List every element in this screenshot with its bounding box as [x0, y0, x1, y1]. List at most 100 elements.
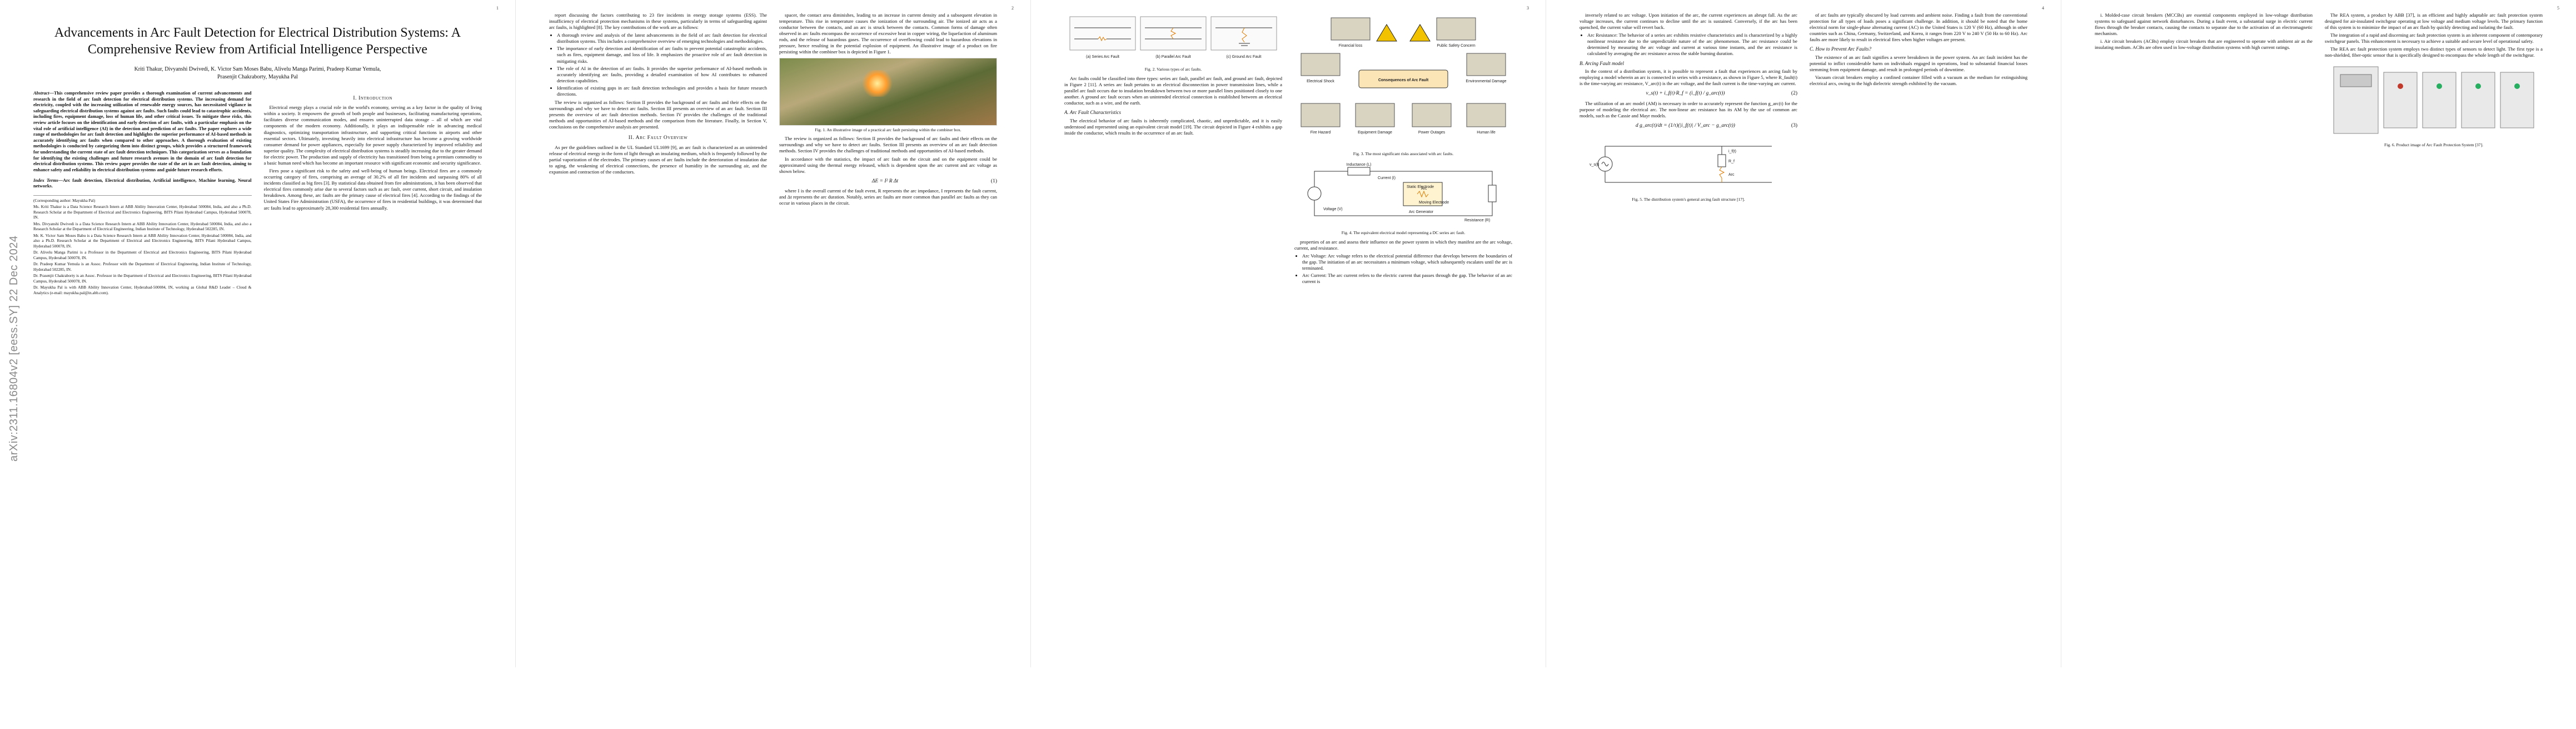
arc-symbol	[1719, 166, 1725, 183]
combiner-box-fire-photo	[779, 57, 997, 126]
fault-resistor-symbol	[1717, 154, 1726, 167]
column-1: inversely related to arc voltage. Upon i…	[1580, 12, 1797, 651]
ground-arc-panel	[1210, 16, 1277, 51]
figure-1: Fig. 1. An illustrative image of a pract…	[779, 57, 997, 133]
column-1: Abstract—This comprehensive review paper…	[33, 91, 252, 729]
section-heading: II. Arc Fault Overview	[628, 135, 688, 141]
figure-caption: Fig. 1. An illustrative image of a pract…	[815, 127, 961, 132]
resistor-symbol	[1488, 185, 1497, 202]
figure-caption: Fig. 5. The distribution system's genera…	[1632, 197, 1745, 202]
subsection-heading: B. Arcing Fault model	[1580, 60, 1624, 66]
column-2: I. Introduction Electrical energy plays …	[264, 91, 482, 729]
paragraph: As per the guidelines outlined in the UL…	[549, 144, 767, 175]
paragraph: i. Molded-case circuit breakers (MCCBs) …	[2095, 12, 2313, 37]
parallel-arc-panel	[1140, 16, 1207, 51]
column-2: Consequences of Arc Fault Financial loss…	[1294, 12, 1512, 651]
figure-caption: Fig. 4. The equivalent electrical model …	[1341, 230, 1466, 235]
list-item: Identification of existing gaps in arc f…	[557, 85, 767, 97]
paper-spread: 1 arXiv:2311.16804v2 [eess.SY] 22 Dec 20…	[0, 0, 2576, 667]
page-number: 3	[1527, 6, 1529, 11]
equation-3: d g_arc(t)/dt = (1/τ)(|i_f(t)| / V_arc −…	[1635, 122, 1797, 128]
paragraph: Fires pose a significant risk to the saf…	[263, 168, 482, 211]
arxiv-stamp: arXiv:2311.16804v2 [eess.SY] 22 Dec 2024	[8, 235, 20, 462]
page-number: 5	[2557, 6, 2559, 11]
consequences-title: Consequences of Arc Fault	[1378, 78, 1429, 82]
list-item: Arc Resistance: The behavior of a series…	[1587, 32, 1797, 57]
figure-6: Fig. 6. Product image of Arc Fault Prote…	[2325, 61, 2543, 148]
paragraph: The REA system, a product by ABB [37], i…	[2325, 12, 2543, 31]
risk-label: Public Safety Concern	[1437, 44, 1475, 48]
arc-resistance-list: Arc Resistance: The behavior of a series…	[1580, 32, 1797, 57]
circuit-label: R_f	[1728, 160, 1735, 163]
warning-icon	[1376, 24, 1397, 42]
list-item: The importance of early detection and id…	[557, 46, 767, 64]
page-3: 3	[1030, 0, 1546, 667]
risk-label: Human life	[1477, 131, 1496, 135]
paragraph: The electrical behavior of arc faults is…	[1064, 117, 1282, 136]
fire-hazard-image	[1301, 103, 1341, 127]
paragraph: The existence of an arc fault signifies …	[1810, 54, 2027, 73]
page-number: 1	[496, 6, 499, 11]
circuit-label: Arc	[1421, 187, 1427, 191]
figure-4: Inductance (L) Current (I) Voltage (V) R…	[1294, 160, 1512, 236]
risk-label: Financial loss	[1339, 44, 1363, 48]
subsection-heading: C. How to Prevent Arc Faults?	[1810, 46, 1872, 52]
circuit-label: Static Electrode	[1407, 185, 1434, 189]
figure-caption: Fig. 2. Various types of arc faults.	[1144, 67, 1202, 72]
arc-fault-consequences-diagram: Consequences of Arc Fault Financial loss…	[1301, 17, 1507, 135]
arc-properties-list: Arc Voltage: Arc voltage refers to the e…	[1294, 253, 1512, 285]
column-2: The REA system, a product by ABB [37], i…	[2325, 12, 2543, 651]
risk-label: Electrical Shock	[1307, 80, 1334, 83]
product-unit	[2383, 72, 2418, 128]
circuit-label: Arc Generator	[1409, 210, 1434, 214]
paragraph: properties of an arc and assess their in…	[1294, 239, 1512, 251]
index-terms: Index Terms—Arc fault detection, Electri…	[33, 177, 252, 189]
column-1: i. Molded-case circuit breakers (MCCBs) …	[2095, 12, 2313, 651]
figure-3: Consequences of Arc Fault Financial loss…	[1294, 14, 1512, 157]
paragraph: The REA arc fault protection system empl…	[2325, 46, 2543, 58]
paragraph: Vacuum circuit breakers employ a confine…	[1810, 75, 2027, 87]
paragraph: where I is the overall current of the fa…	[779, 188, 997, 206]
abstract: Abstract—This comprehensive review paper…	[33, 91, 252, 172]
contribution-list: A thorough review and analysis of the la…	[549, 32, 767, 97]
circuit-label: Arc	[1728, 173, 1735, 177]
list-item: The role of AI in the detection of arc f…	[557, 66, 767, 84]
inductor-symbol	[1347, 167, 1371, 176]
figure-2: (a) Series Arc Fault (b) Parallel Arc Fa…	[1064, 14, 1282, 72]
paragraph: i. Air circuit breakers (ACBs) employ ci…	[2095, 38, 2313, 51]
paragraph: The utilization of an arc model (AM) is …	[1580, 100, 1797, 118]
subsection-heading: A. Arc Fault Characteristics	[1064, 110, 1121, 116]
page-number: 4	[2042, 6, 2044, 11]
arc-protection-product-image	[2333, 66, 2534, 134]
page-4: 4 inversely related to arc voltage. Upon…	[1546, 0, 2061, 667]
circuit-label: Moving Electrode	[1419, 201, 1449, 205]
risk-label: Fire Hazard	[1311, 131, 1331, 135]
paragraph: of arc faults are typically obscured by …	[1810, 12, 2027, 43]
circuit-label: Voltage (V)	[1323, 207, 1343, 211]
equipment-damage-image	[1355, 103, 1395, 127]
list-item: A thorough review and analysis of the la…	[557, 32, 767, 44]
risk-label: Environmental Damage	[1466, 80, 1506, 83]
paper-title: Advancements in Arc Fault Detection for …	[54, 26, 461, 57]
product-unit	[2422, 72, 2457, 128]
paragraph: The review is organized as follows: Sect…	[779, 136, 997, 154]
page-1: 1 arXiv:2311.16804v2 [eess.SY] 22 Dec 20…	[0, 0, 515, 667]
paragraph: In the context of a distribution system,…	[1580, 68, 1797, 87]
product-unit	[2461, 72, 2495, 128]
author-footnotes: (Corresponding author: Mayukha Pal) Ms. …	[33, 195, 252, 295]
figure-5: v_s(t) i_f(t) R_f Arc Fig. 5. The distri…	[1580, 132, 1797, 202]
warning-icon	[1409, 24, 1431, 42]
author-list: Kriti Thakur, Divyanshi Dwivedi, K. Vict…	[134, 66, 381, 80]
page-5: 5 i. Molded-case circuit breakers (MCCBs…	[2061, 0, 2576, 667]
paragraph: Arc faults could be classified into thre…	[1064, 75, 1282, 106]
equation-1: ΔE = I² R Δt(1)	[871, 178, 997, 184]
page-2: 2 report discussing the factors contribu…	[515, 0, 1030, 667]
circuit-label: Inductance (L)	[1347, 163, 1372, 167]
fig2-label: (b) Parallel Arc Fault	[1155, 55, 1190, 59]
paragraph: The review is organized as follows: Sect…	[549, 100, 767, 130]
column-2: spacer, the contact area diminishes, lea…	[779, 12, 997, 651]
paragraph: report discussing the factors contributi…	[549, 12, 767, 31]
paragraph: Electrical energy plays a crucial role i…	[263, 105, 482, 166]
column-1: (a) Series Arc Fault (b) Parallel Arc Fa…	[1064, 12, 1282, 651]
figure-caption: Fig. 6. Product image of Arc Fault Prote…	[2384, 142, 2483, 147]
